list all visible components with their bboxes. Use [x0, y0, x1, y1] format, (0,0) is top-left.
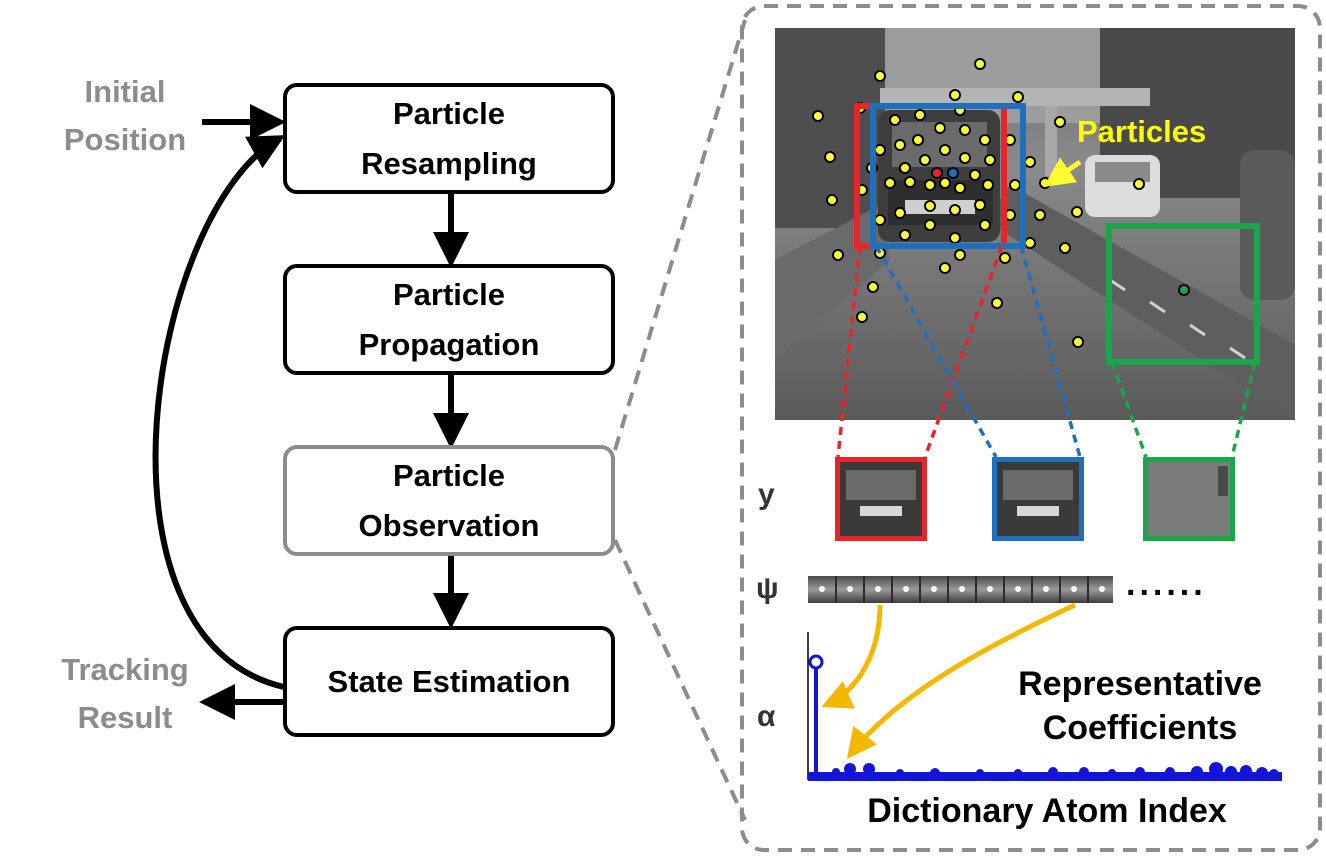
- flow-arrows: [152, 104, 469, 720]
- initial-position-line2: Position: [63, 122, 187, 157]
- tracking-result-label: Tracking Result: [40, 646, 210, 742]
- tracking-result-line2: Result: [77, 700, 173, 735]
- particles-label: Particles: [1077, 114, 1207, 149]
- loop-back-arrow: [152, 135, 286, 690]
- particle-dot-red: [931, 167, 943, 179]
- atom-arrow-1: [821, 604, 883, 709]
- particle-dot-green: [1178, 284, 1190, 296]
- dictionary-strip: [808, 576, 1113, 603]
- bbox-blue: [870, 103, 1026, 249]
- alpha-symbol: α: [757, 700, 776, 733]
- coefficients-line2: Coefficients: [1042, 709, 1238, 747]
- crop-green: [1143, 457, 1235, 541]
- particle-resampling-line2: Resampling: [361, 145, 537, 181]
- crop-blue: [992, 457, 1084, 541]
- particles-pointer-arrow: [1043, 157, 1082, 187]
- coefficient-plot: [807, 632, 1282, 781]
- state-estimation-box: State Estimation: [283, 626, 615, 737]
- bbox-green: [1106, 223, 1260, 365]
- atom-arrow-2: [846, 602, 1077, 759]
- particle-resampling-line1: Particle: [392, 95, 505, 131]
- dictionary-atom-index-label: Dictionary Atom Index: [867, 792, 1227, 830]
- particle-propagation-line1: Particle: [392, 276, 505, 312]
- particle-propagation-line2: Propagation: [358, 326, 540, 362]
- initial-position-label: Initial Position: [40, 68, 210, 164]
- particle-resampling-box: Particle Resampling: [283, 83, 615, 194]
- initial-position-line1: Initial: [84, 74, 166, 109]
- ellipsis: ......: [1126, 565, 1207, 603]
- state-estimation-label: State Estimation: [327, 663, 571, 699]
- coefficients-line1: Representative: [1018, 665, 1262, 703]
- particle-observation-line1: Particle: [392, 457, 505, 493]
- particle-observation-line2: Observation: [358, 507, 540, 543]
- particle-dot-blue: [947, 167, 959, 179]
- crop-red: [835, 457, 927, 541]
- tracking-result-line1: Tracking: [61, 652, 189, 687]
- crop-projection-lines: [836, 245, 1257, 458]
- particle-propagation-box: Particle Propagation: [283, 264, 615, 375]
- psi-symbol: ψ: [756, 572, 779, 605]
- detail-panel-outline: [613, 4, 1322, 852]
- particle-observation-box: Particle Observation: [283, 445, 615, 556]
- representative-coefficients-label: Representative Coefficients: [990, 662, 1290, 750]
- y-symbol: y: [758, 478, 775, 511]
